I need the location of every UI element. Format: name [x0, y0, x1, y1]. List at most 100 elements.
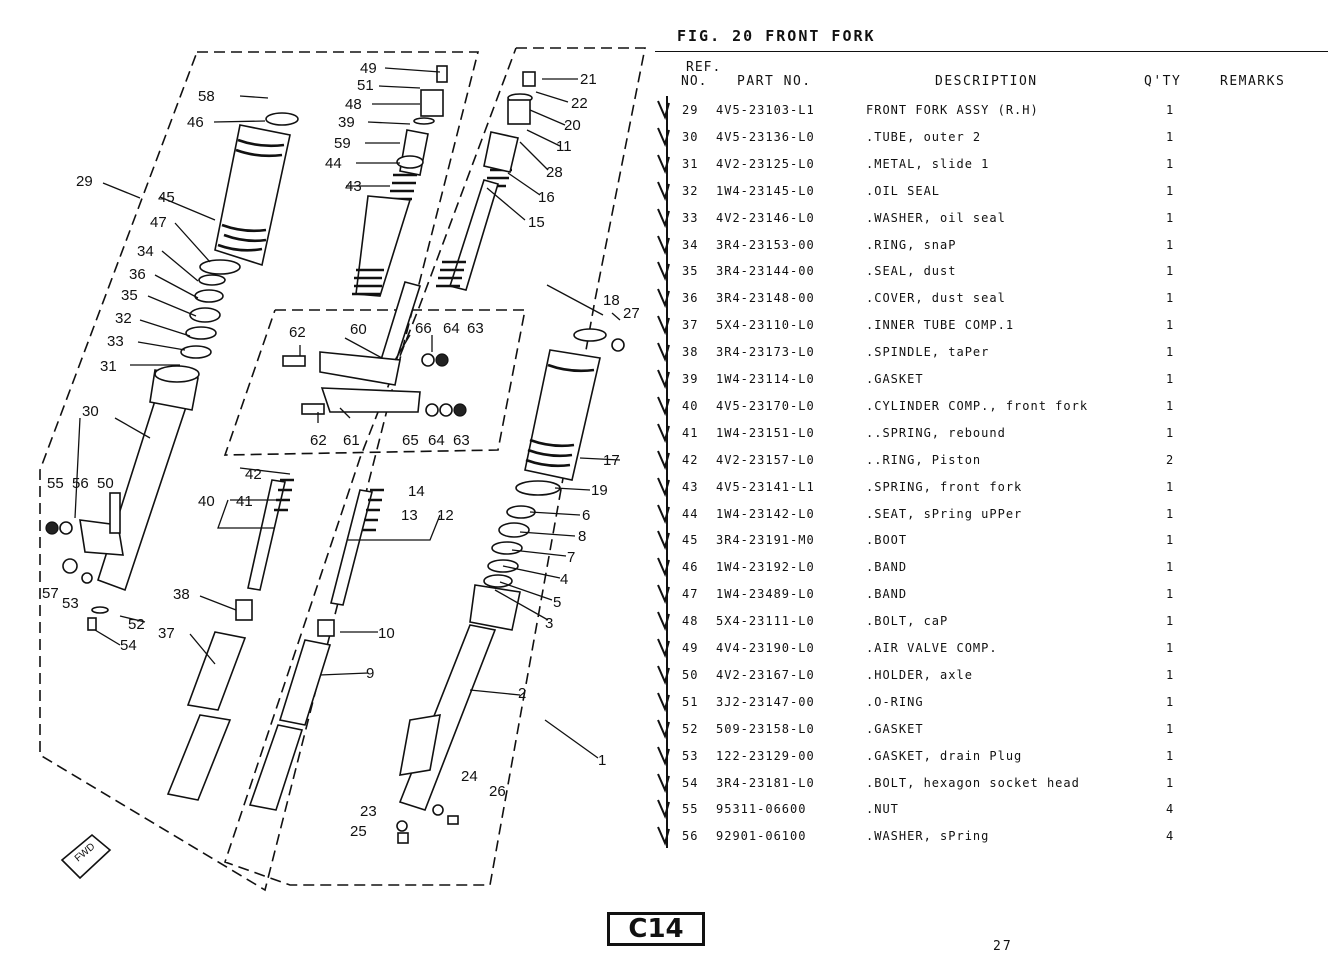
callout-64-top: 64 [443, 320, 460, 337]
callout-44: 44 [325, 155, 342, 172]
quantity: 1 [1166, 641, 1175, 655]
axle-bracket [282, 281, 467, 417]
callout-58: 58 [198, 88, 215, 105]
callout-17: 17 [603, 452, 620, 469]
header-description: DESCRIPTION [935, 74, 1038, 89]
header-qty: Q'TY [1144, 74, 1182, 89]
callout-25: 25 [350, 823, 367, 840]
callout-7: 7 [567, 549, 575, 566]
ref-no: 39 [682, 372, 699, 386]
ref-no: 52 [682, 721, 699, 736]
callout-62-bottom: 62 [310, 432, 327, 449]
callout-36: 36 [129, 266, 146, 283]
callout-19: 19 [591, 482, 608, 499]
callout-28: 28 [546, 164, 563, 181]
part-no: 1W4-23489-L0 [716, 587, 815, 602]
description: ..SPRING, rebound [866, 425, 1006, 440]
check-mark-icon [657, 396, 670, 416]
part-no: 1W4-23114-L0 [716, 372, 815, 386]
assembly-outline-right [223, 47, 646, 886]
check-mark-icon [657, 638, 670, 658]
check-mark-icon [657, 477, 670, 497]
description: .SPRING, front fork [866, 479, 1023, 494]
quantity: 1 [1166, 103, 1175, 117]
ref-no: 36 [682, 291, 699, 306]
description: .TUBE, outer 2 [866, 129, 982, 144]
check-mark-icon [657, 584, 670, 605]
quantity: 1 [1166, 479, 1175, 494]
callout-37: 37 [158, 625, 175, 642]
part-no: 1W4-23145-L0 [716, 183, 815, 198]
part-no: 5X4-23111-L0 [716, 614, 815, 629]
figure-title: FIG. 20 FRONT FORK [677, 27, 876, 45]
check-mark-icon [657, 746, 670, 766]
check-mark-icon [657, 557, 670, 578]
callout-30: 30 [82, 403, 99, 420]
part-no: 4V2-23146-L0 [716, 210, 815, 225]
description: .BOLT, caP [866, 614, 949, 629]
callout-38: 38 [173, 586, 190, 603]
callout-8: 8 [578, 528, 586, 545]
callout-24: 24 [461, 768, 478, 785]
page-number: 27 [993, 939, 1013, 954]
ref-no: 46 [682, 560, 699, 575]
callout-16: 16 [538, 189, 555, 206]
header-ref-no-line1: REF. [686, 60, 722, 75]
check-mark-icon [657, 154, 670, 174]
callout-48: 48 [345, 96, 362, 113]
description: .BOOT [866, 533, 908, 548]
description: .BAND [866, 560, 908, 575]
check-mark-icon [657, 504, 670, 524]
callout-9: 9 [366, 665, 374, 682]
ref-no: 38 [682, 345, 699, 360]
callout-20: 20 [564, 117, 581, 134]
part-no: 95311-06600 [716, 802, 807, 817]
callout-34: 34 [137, 243, 154, 260]
ref-no: 53 [682, 748, 699, 763]
ref-no: 50 [682, 667, 699, 682]
part-no: 4V5-23170-L0 [716, 398, 815, 413]
part-no: 3R4-23148-00 [716, 291, 815, 306]
ref-no: 49 [682, 641, 699, 655]
callout-26: 26 [489, 783, 506, 800]
part-no: 3R4-23173-L0 [716, 345, 815, 360]
quantity: 1 [1166, 398, 1175, 413]
callout-10: 10 [378, 625, 395, 642]
part-no: 4V5-23141-L1 [716, 479, 815, 494]
callout-49: 49 [360, 60, 377, 77]
callout-22: 22 [571, 95, 588, 112]
callout-65: 65 [402, 432, 419, 449]
quantity: 1 [1166, 291, 1175, 306]
callout-15: 15 [528, 214, 545, 231]
callout-27: 27 [623, 305, 640, 322]
inner-tube-left [166, 478, 294, 801]
part-no: 122-23129-00 [716, 748, 815, 763]
quantity: 1 [1166, 183, 1175, 198]
description: .SEAT, sPring uPPer [866, 506, 1023, 521]
ref-no: 47 [682, 587, 699, 602]
part-no: 3R4-23153-00 [716, 237, 815, 252]
description: .METAL, slide 1 [866, 156, 990, 171]
right-fork-top-parts [436, 71, 536, 291]
ref-no: 31 [682, 156, 699, 171]
description: .WASHER, oil seal [866, 210, 1006, 225]
check-mark-icon [657, 288, 670, 309]
ref-no: 37 [682, 318, 699, 333]
check-mark-icon [657, 423, 670, 443]
callout-62-top: 62 [289, 324, 306, 341]
fork-boot [214, 112, 299, 267]
part-no: 4V5-23136-L0 [716, 129, 815, 144]
quantity: 1 [1166, 721, 1175, 736]
callout-labels: 1 2 3 4 5 6 7 8 9 10 11 12 13 14 15 16 1… [42, 60, 640, 840]
callout-39: 39 [338, 114, 355, 131]
description: .GASKET [866, 372, 924, 386]
quantity: 1 [1166, 237, 1175, 252]
